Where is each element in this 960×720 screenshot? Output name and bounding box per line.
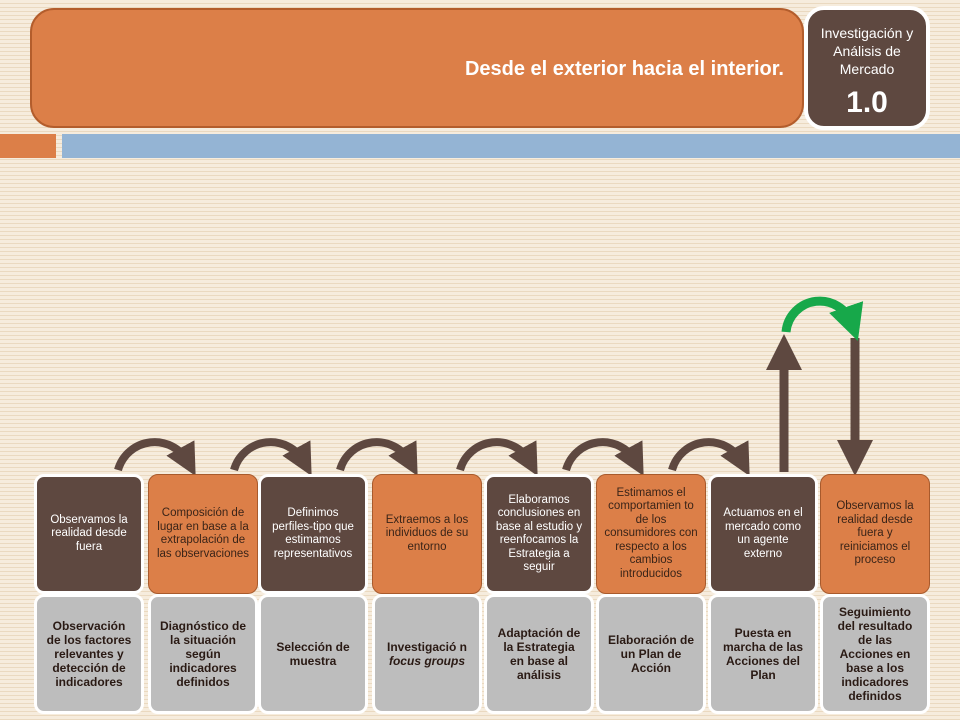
accent-band-orange bbox=[0, 134, 56, 158]
curved-arrow-6-icon bbox=[668, 438, 750, 477]
step-2-result-text: Diagnóstico de la situación según indica… bbox=[159, 619, 246, 689]
step-7-result: Puesta en marcha de las Acciones del Pla… bbox=[708, 594, 818, 714]
step-6-result: Elaboración de un Plan de Acción bbox=[596, 594, 706, 714]
step-7-action: Actuamos en el mercado como un agente ex… bbox=[708, 474, 818, 594]
step-5-action-text: Elaboramos conclusiones en base al estud… bbox=[495, 493, 583, 574]
curved-arrow-3-icon bbox=[336, 438, 418, 477]
step-5-action: Elaboramos conclusiones en base al estud… bbox=[484, 474, 594, 594]
step-3-result: Selección de muestra bbox=[258, 594, 368, 714]
step-1-action: Observamos la realidad desde fuera bbox=[34, 474, 144, 594]
step-4-result: Investigació n focus groups bbox=[372, 594, 482, 714]
step-8-result-text: Seguimiento del resultado de las Accione… bbox=[837, 605, 913, 703]
header-banner: Desde el exterior hacia el interior. bbox=[30, 8, 804, 128]
step-5-result-text: Adaptación de la Estrategia en base al a… bbox=[497, 626, 581, 682]
step-8-result: Seguimiento del resultado de las Accione… bbox=[820, 594, 930, 714]
step-6-action: Estimamos el comportamien to de los cons… bbox=[596, 474, 706, 594]
section-badge: Investigación y Análisis de Mercado 1.0 bbox=[804, 6, 930, 130]
step-3-action-text: Definimos perfiles-tipo que estimamos re… bbox=[272, 507, 354, 560]
step-4-result-text-b: focus groups bbox=[388, 654, 465, 668]
step-1-result: Observación de los factores relevantes y… bbox=[34, 594, 144, 714]
step-2-result: Diagnóstico de la situación según indica… bbox=[148, 594, 258, 714]
curved-arrow-2-icon bbox=[230, 438, 312, 477]
page-title: Desde el exterior hacia el interior. bbox=[464, 58, 784, 80]
step-4-result-text-a: Investigació n bbox=[386, 640, 468, 654]
curved-arrow-4-icon bbox=[456, 438, 538, 477]
step-6-result-text: Elaboración de un Plan de Acción bbox=[607, 633, 695, 675]
step-8-action: Observamos la realidad desde fuera y rei… bbox=[820, 474, 930, 594]
step-1-result-text: Observación de los factores relevantes y… bbox=[46, 619, 132, 689]
step-6-action-text: Estimamos el comportamien to de los cons… bbox=[604, 486, 698, 580]
accent-band-blue bbox=[62, 134, 960, 158]
step-4-result-text: Investigació n focus groups bbox=[383, 640, 471, 668]
step-8-action-text: Observamos la realidad desde fuera y rei… bbox=[836, 500, 914, 567]
step-4-action: Extraemos a los individuos de su entorno bbox=[372, 474, 482, 594]
step-5-result: Adaptación de la Estrategia en base al a… bbox=[484, 594, 594, 714]
green-loop-arrow-icon bbox=[781, 296, 864, 342]
step-3-action: Definimos perfiles-tipo que estimamos re… bbox=[258, 474, 368, 594]
curved-arrow-1-icon bbox=[114, 438, 196, 477]
step-7-result-text: Puesta en marcha de las Acciones del Pla… bbox=[722, 626, 804, 682]
badge-label: Investigación y Análisis de Mercado bbox=[820, 25, 914, 77]
step-2-action: Composición de lugar en base a la extrap… bbox=[148, 474, 258, 594]
step-3-result-text: Selección de muestra bbox=[276, 640, 350, 668]
step-4-action-text: Extraemos a los individuos de su entorno bbox=[385, 513, 469, 553]
step-1-action-text: Observamos la realidad desde fuera bbox=[50, 513, 128, 553]
badge-number: 1.0 bbox=[846, 86, 888, 119]
step-2-action-text: Composición de lugar en base a la extrap… bbox=[156, 507, 250, 560]
curved-arrow-5-icon bbox=[562, 438, 644, 477]
step-7-action-text: Actuamos en el mercado como un agente ex… bbox=[723, 507, 803, 560]
